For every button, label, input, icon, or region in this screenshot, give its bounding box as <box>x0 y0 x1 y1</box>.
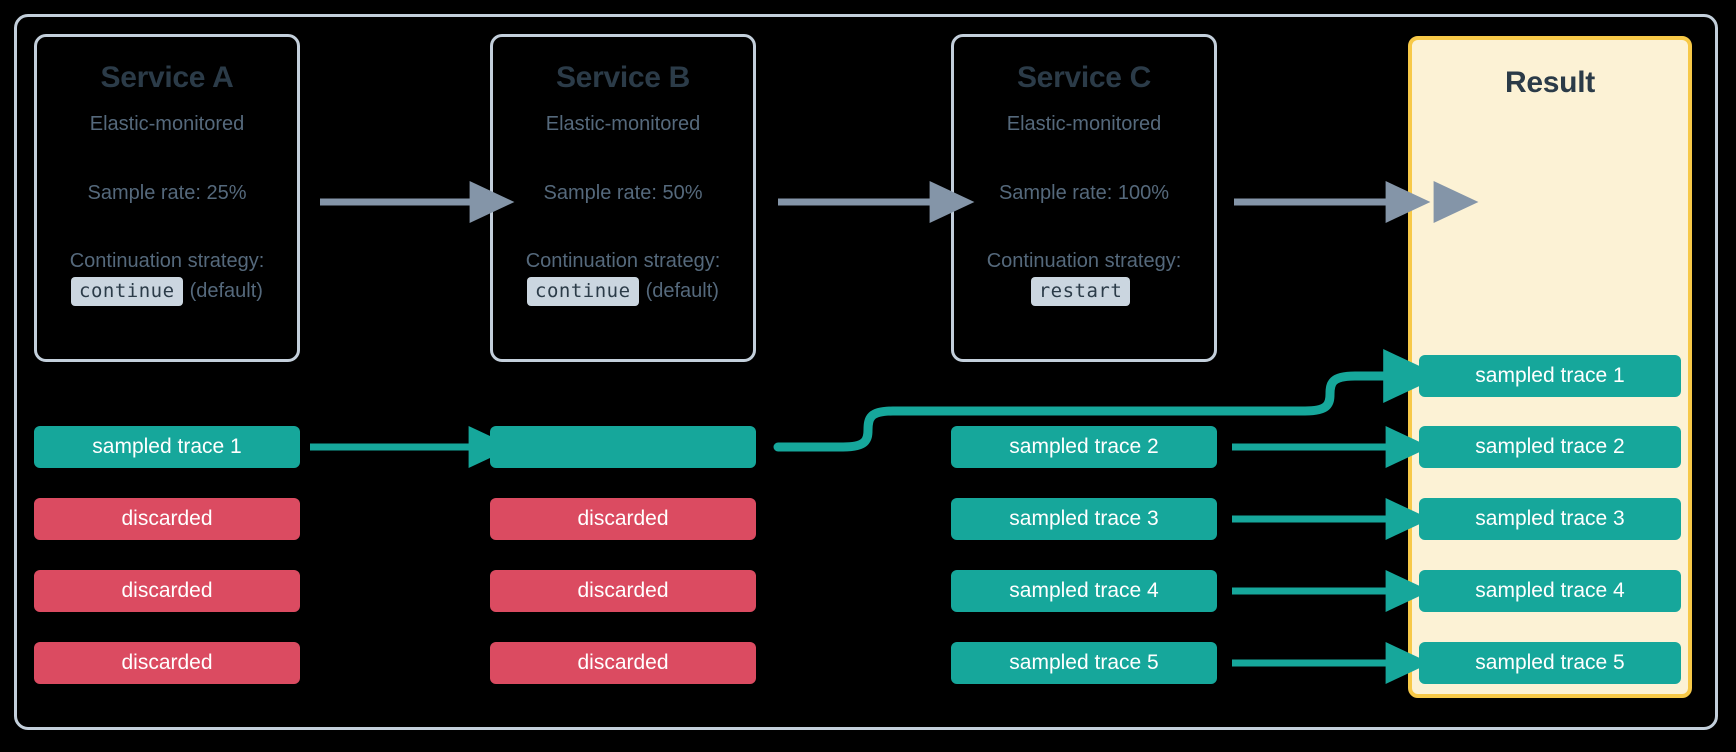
service-c-strategy-row: restart <box>954 277 1214 307</box>
service-b-strategy-row: continue (default) <box>493 277 753 307</box>
service-c-strategy-label: Continuation strategy: <box>986 250 1182 272</box>
col-b-trace-1 <box>490 426 756 468</box>
service-b-strategy-label: Continuation strategy: <box>525 250 721 272</box>
result-trace-5: sampled trace 5 <box>1419 642 1681 684</box>
service-a-rate: Sample rate: 25% <box>87 182 247 204</box>
service-a-title: Service A <box>100 61 234 94</box>
service-a-subtitle: Elastic-monitored <box>89 113 245 135</box>
result-trace-2: sampled trace 2 <box>1419 426 1681 468</box>
result-trace-1: sampled trace 1 <box>1419 355 1681 397</box>
col-b-trace-3: discarded <box>490 570 756 612</box>
service-a-strategy-label: Continuation strategy: <box>69 250 265 272</box>
service-card-a: Service A Elastic-monitored Sample rate:… <box>34 34 300 362</box>
col-a-trace-4: discarded <box>34 642 300 684</box>
col-c-trace-3: sampled trace 4 <box>951 570 1217 612</box>
result-trace-4: sampled trace 4 <box>1419 570 1681 612</box>
service-card-c: Service C Elastic-monitored Sample rate:… <box>951 34 1217 362</box>
service-c-strategy-code: restart <box>1030 277 1131 307</box>
service-b-strategy-note: (default) <box>645 280 719 303</box>
col-c-trace-4: sampled trace 5 <box>951 642 1217 684</box>
col-a-trace-2: discarded <box>34 498 300 540</box>
col-a-trace-3: discarded <box>34 570 300 612</box>
col-b-trace-2: discarded <box>490 498 756 540</box>
service-b-subtitle: Elastic-monitored <box>545 113 701 135</box>
service-a-strategy-row: continue (default) <box>37 277 297 307</box>
col-c-trace-1: sampled trace 2 <box>951 426 1217 468</box>
col-a-trace-1: sampled trace 1 <box>34 426 300 468</box>
service-b-strategy-code: continue <box>527 277 639 307</box>
diagram-outer-frame <box>14 14 1718 730</box>
service-card-b: Service B Elastic-monitored Sample rate:… <box>490 34 756 362</box>
result-title: Result <box>1505 66 1595 99</box>
service-c-subtitle: Elastic-monitored <box>1006 113 1162 135</box>
col-b-trace-4: discarded <box>490 642 756 684</box>
col-c-trace-2: sampled trace 3 <box>951 498 1217 540</box>
service-a-strategy-code: continue <box>71 277 183 307</box>
service-b-title: Service B <box>555 61 691 94</box>
service-a-strategy-note: (default) <box>189 280 263 303</box>
service-b-rate: Sample rate: 50% <box>543 182 703 204</box>
service-c-title: Service C <box>1016 61 1152 94</box>
service-c-rate: Sample rate: 100% <box>998 182 1170 204</box>
result-trace-3: sampled trace 3 <box>1419 498 1681 540</box>
